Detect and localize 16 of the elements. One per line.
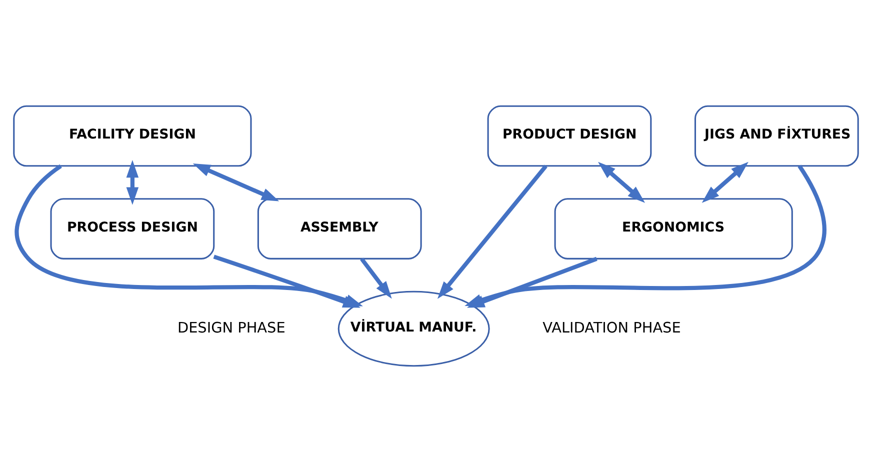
arrow (126, 160, 138, 205)
node-box: PRODUCT DESIGN (486, 105, 652, 167)
node-box: PROCESS DESIGN (50, 198, 214, 260)
node-box: FACILITY DESIGN (12, 105, 252, 167)
arrow (192, 164, 279, 202)
label: DESIGN PHASE (176, 320, 285, 337)
node-box: ASSEMBLY (256, 198, 422, 260)
node-box: JIGS AND FİXTURES (694, 105, 858, 167)
node-ellipse: VİRTUAL MANUF. (337, 290, 490, 367)
arrow (436, 164, 547, 299)
arrow (212, 254, 360, 308)
arrow (598, 162, 645, 203)
node-box: ERGONOMICS (554, 198, 792, 260)
arrow (360, 258, 392, 299)
arrow (701, 162, 748, 203)
label: VALIDATION PHASE (542, 320, 680, 337)
